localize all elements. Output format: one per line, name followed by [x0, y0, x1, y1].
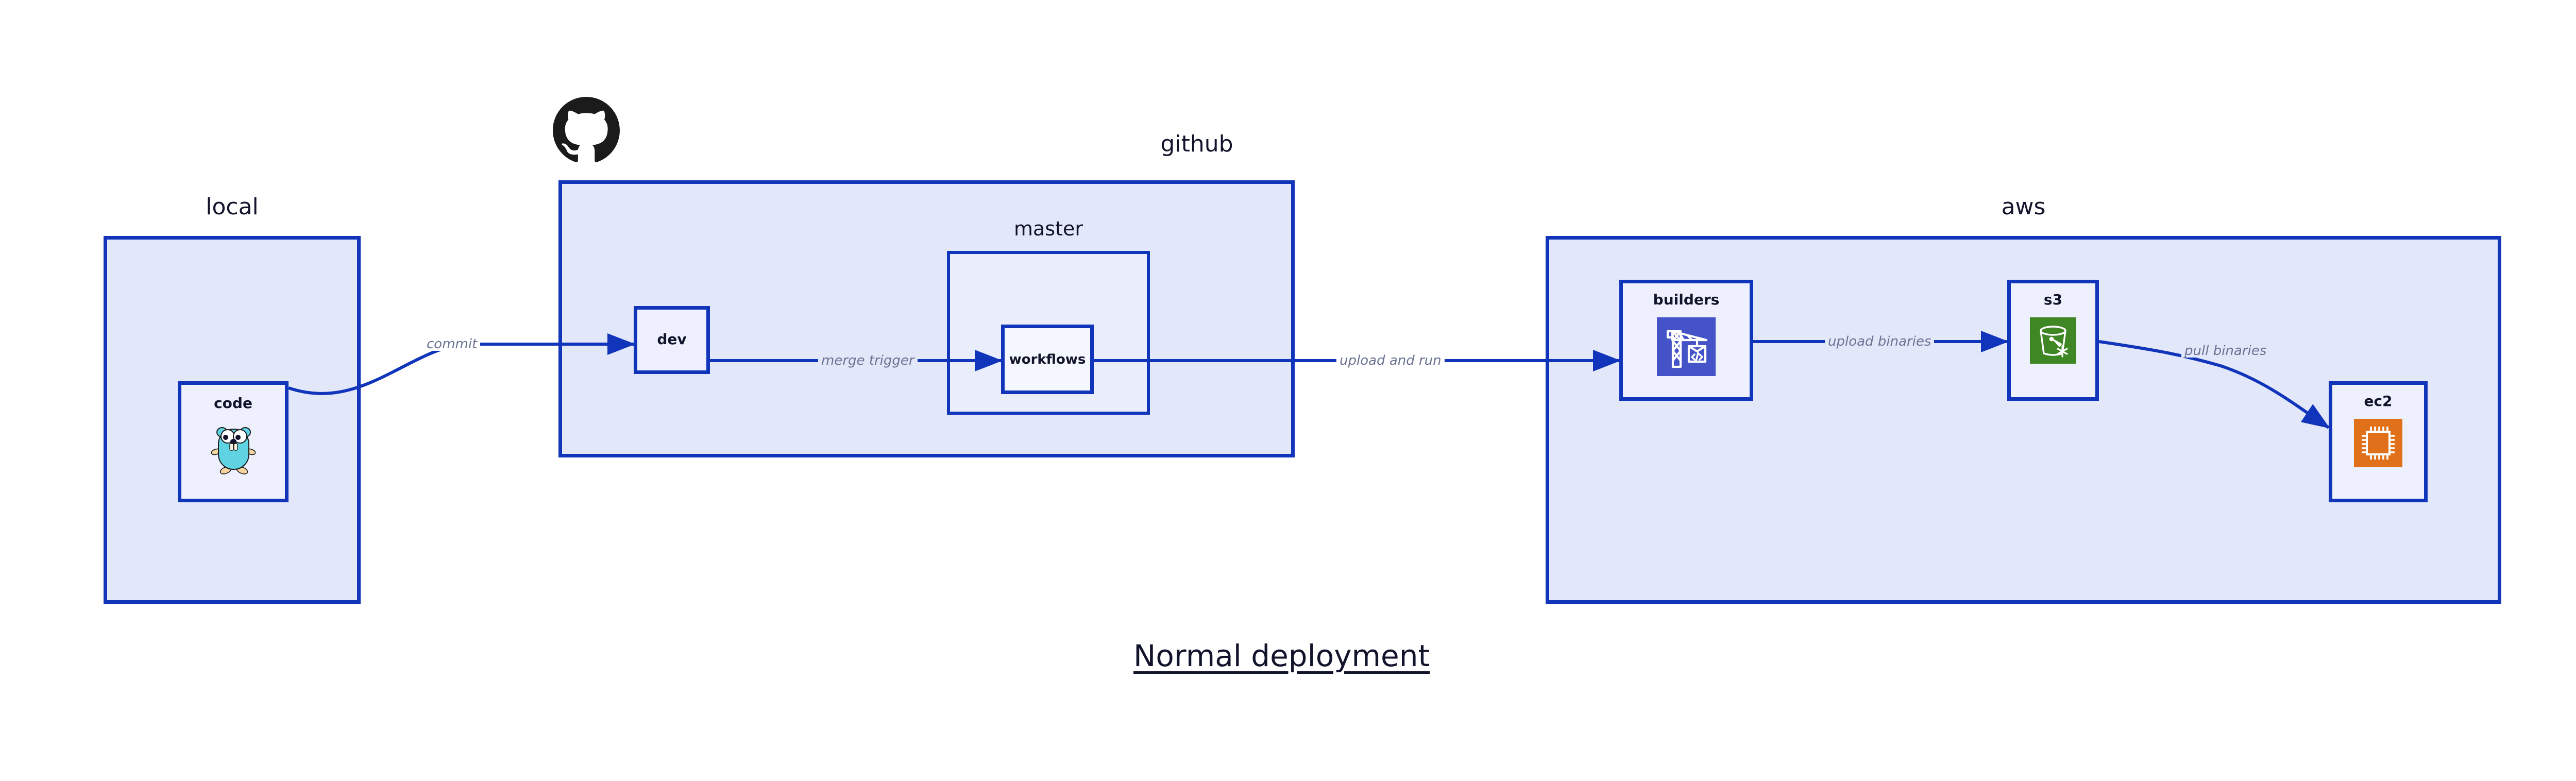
node-dev[interactable]: dev — [634, 306, 710, 374]
edge-label-upload-binaries: upload binaries — [1825, 335, 1935, 348]
edge-label-upload-and-run: upload and run — [1336, 354, 1445, 367]
node-label-s3: s3 — [2043, 291, 2063, 308]
aws-codebuild-crane-icon — [1657, 317, 1716, 378]
group-label-github: github — [1160, 131, 1233, 157]
node-label-dev: dev — [657, 331, 687, 348]
node-label-workflows: workflows — [1009, 352, 1086, 367]
node-label-ec2: ec2 — [2364, 393, 2393, 410]
node-ec2[interactable]: ec2 — [2329, 381, 2428, 502]
edge-label-pull-binaries: pull binaries — [2181, 344, 2270, 358]
node-code[interactable]: code — [178, 381, 289, 502]
aws-ec2-chip-icon — [2354, 419, 2402, 469]
node-label-code: code — [214, 395, 252, 412]
github-octocat-logo — [553, 97, 620, 166]
group-label-aws: aws — [2001, 194, 2046, 220]
node-builders[interactable]: builders — [1619, 280, 1753, 401]
go-gopher-icon — [211, 421, 256, 477]
diagram-title: Normal deployment — [1133, 638, 1430, 673]
group-label-master: master — [1013, 217, 1083, 240]
node-s3[interactable]: s3 — [2007, 280, 2099, 401]
aws-s3-bucket-icon — [2030, 317, 2076, 366]
edge-label-commit: commit — [423, 337, 481, 351]
node-label-builders: builders — [1653, 291, 1720, 308]
edge-label-merge-trigger: merge trigger — [818, 354, 918, 367]
group-label-local: local — [206, 194, 259, 220]
node-workflows[interactable]: workflows — [1001, 325, 1094, 394]
